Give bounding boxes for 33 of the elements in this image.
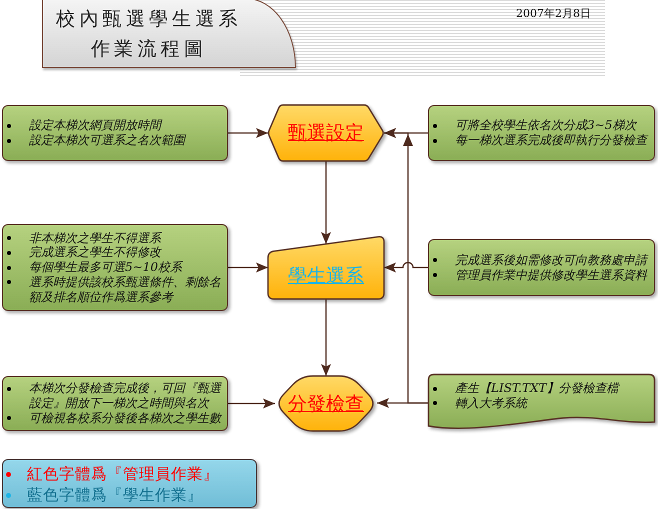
note-text: 設定本梯次可選系之名次範圍: [29, 133, 188, 148]
arrow: [384, 128, 428, 404]
arrow: [228, 398, 275, 408]
note-text: 選系時提供該校系甄選條件、剩餘名額及排名順位作爲選系參考: [29, 274, 222, 304]
step-label: 分發檢查: [288, 392, 364, 416]
note-text: 可將全校學生依名次分成3~5梯次: [455, 118, 638, 133]
arrow: [228, 262, 268, 272]
note-box: [2, 224, 228, 311]
note-text: 本梯次分發檢查完成後，可回『甄選設定』開放下一梯次之時間與名次: [29, 381, 222, 411]
note-box: [428, 239, 655, 296]
arrow: [228, 128, 268, 138]
date-label: 2007年2月8日: [516, 6, 591, 21]
step-label: 學生選系: [288, 264, 364, 288]
note-text: 產生【LIST.TXT】分發檢查檔: [455, 381, 621, 396]
note-text: 管理員作業中提供修改學生選系資料: [455, 268, 648, 282]
note-text: 轉入大考系統: [455, 396, 529, 410]
arrow: [321, 161, 331, 244]
legend-text: 紅色字體爲『管理員作業』: [27, 464, 219, 485]
legend-text: 藍色字體爲『學生作業』: [27, 485, 203, 506]
note-text: 完成選系之學生不得修改: [29, 245, 163, 260]
note-text: 每個學生最多可選5~10校系: [29, 260, 184, 275]
note-box: [2, 376, 228, 431]
note-box: [428, 105, 655, 161]
note-text: 每一梯次選系完成後即執行分發檢查: [455, 133, 650, 148]
step-label: 甄選設定: [288, 121, 364, 145]
arrow: [321, 299, 331, 376]
title: 校內甄選學生選系作業流程圖: [55, 7, 243, 62]
note-text: 非本梯次之學生不得選系: [29, 230, 163, 246]
note-text: 可檢視各校系分發後各梯次之學生數: [29, 410, 223, 426]
note-text: 完成選系後如需修改可向教務處申請: [455, 252, 650, 268]
arrow: [384, 262, 428, 272]
note-box: [2, 105, 228, 161]
note-text: 設定本梯次網頁開放時間: [29, 118, 164, 133]
